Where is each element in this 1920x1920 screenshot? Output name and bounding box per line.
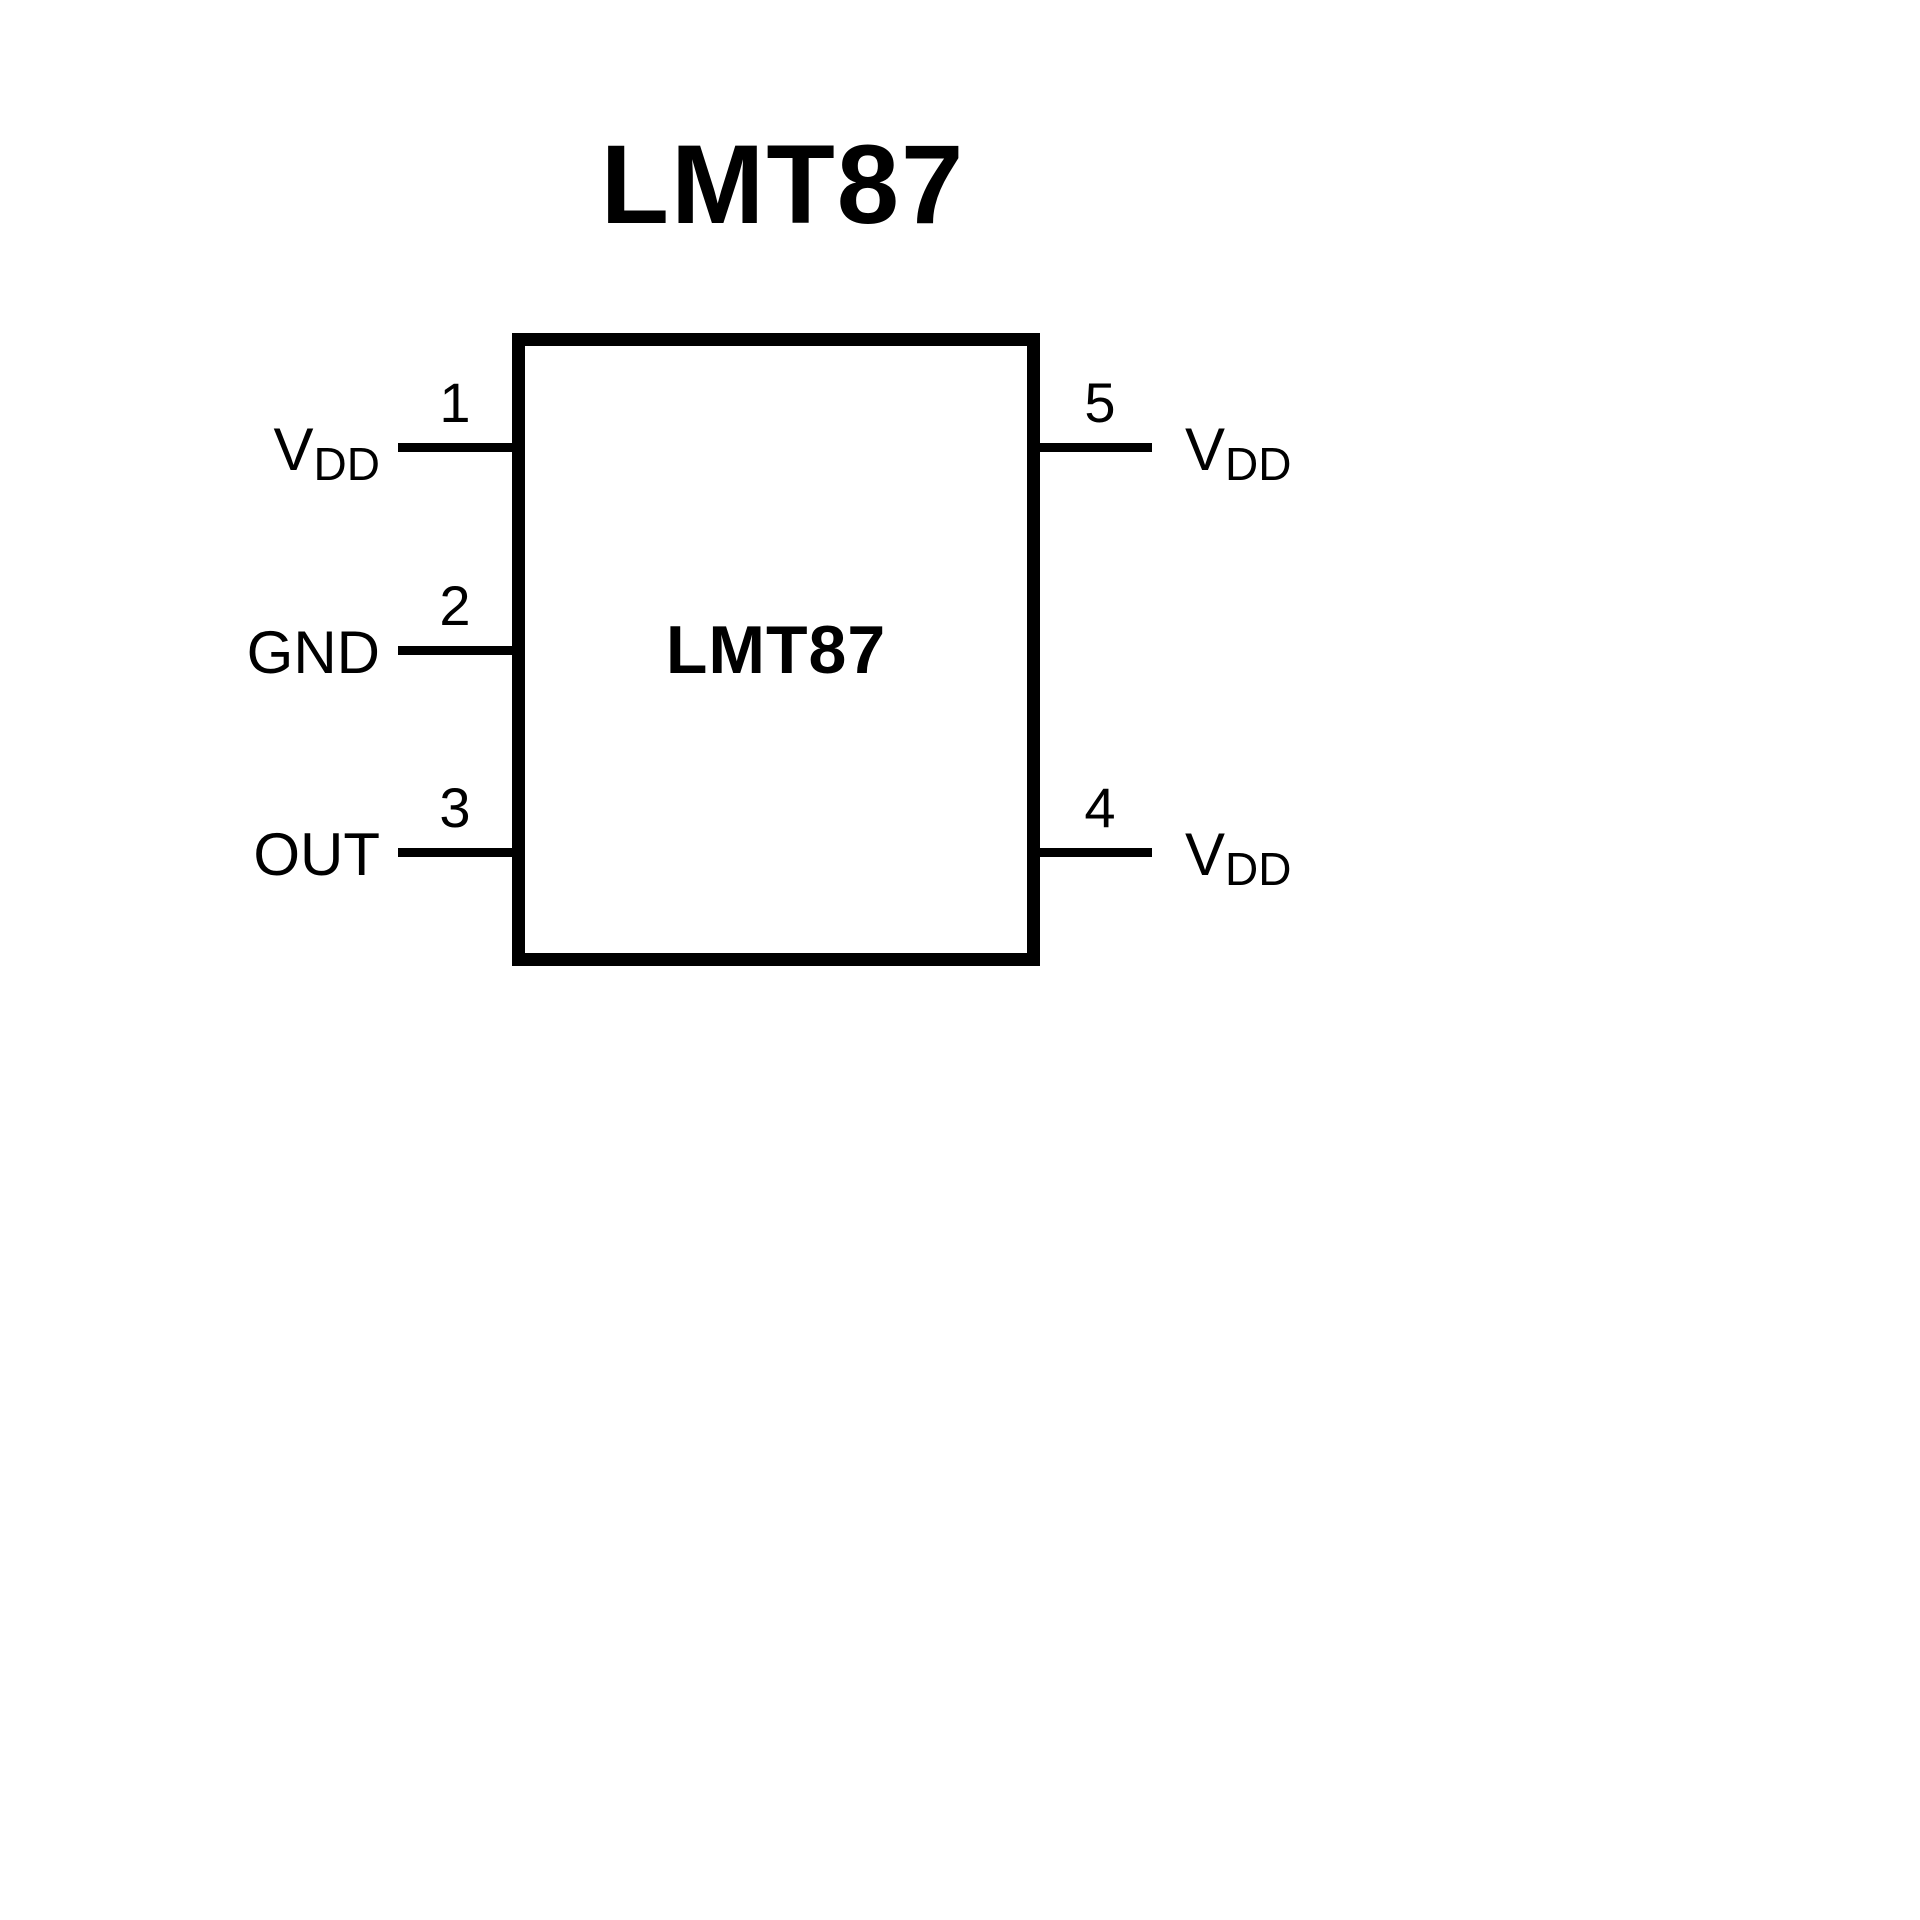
pin-label-subscript: DD [1225, 438, 1292, 490]
pin-number: 4 [1084, 776, 1116, 839]
pin-label-main: GND [246, 619, 380, 686]
pin-label-subscript: DD [1225, 843, 1292, 895]
pin-number: 3 [439, 776, 471, 839]
pin-label-subscript: DD [313, 438, 380, 490]
pin-lead-line [398, 848, 512, 857]
pin-number: 2 [439, 574, 471, 637]
pin-number: 1 [439, 371, 471, 434]
chip-body: LMT87 [512, 333, 1040, 966]
chip-label: LMT87 [665, 611, 887, 688]
pin-label-main: V [1185, 821, 1226, 888]
pin-lead-line [398, 646, 512, 655]
pin-label-main: V [1185, 416, 1226, 483]
pin-label: OUT [140, 813, 380, 897]
pin-label-main: OUT [253, 821, 380, 888]
pin-lead-line [1040, 443, 1152, 452]
pin-number: 5 [1084, 371, 1116, 434]
pin-label-main: V [273, 416, 314, 483]
pin-lead-line [1040, 848, 1152, 857]
page-title: LMT87 [600, 122, 966, 247]
pin-lead-line [398, 443, 512, 452]
pin-label: GND [140, 611, 380, 695]
